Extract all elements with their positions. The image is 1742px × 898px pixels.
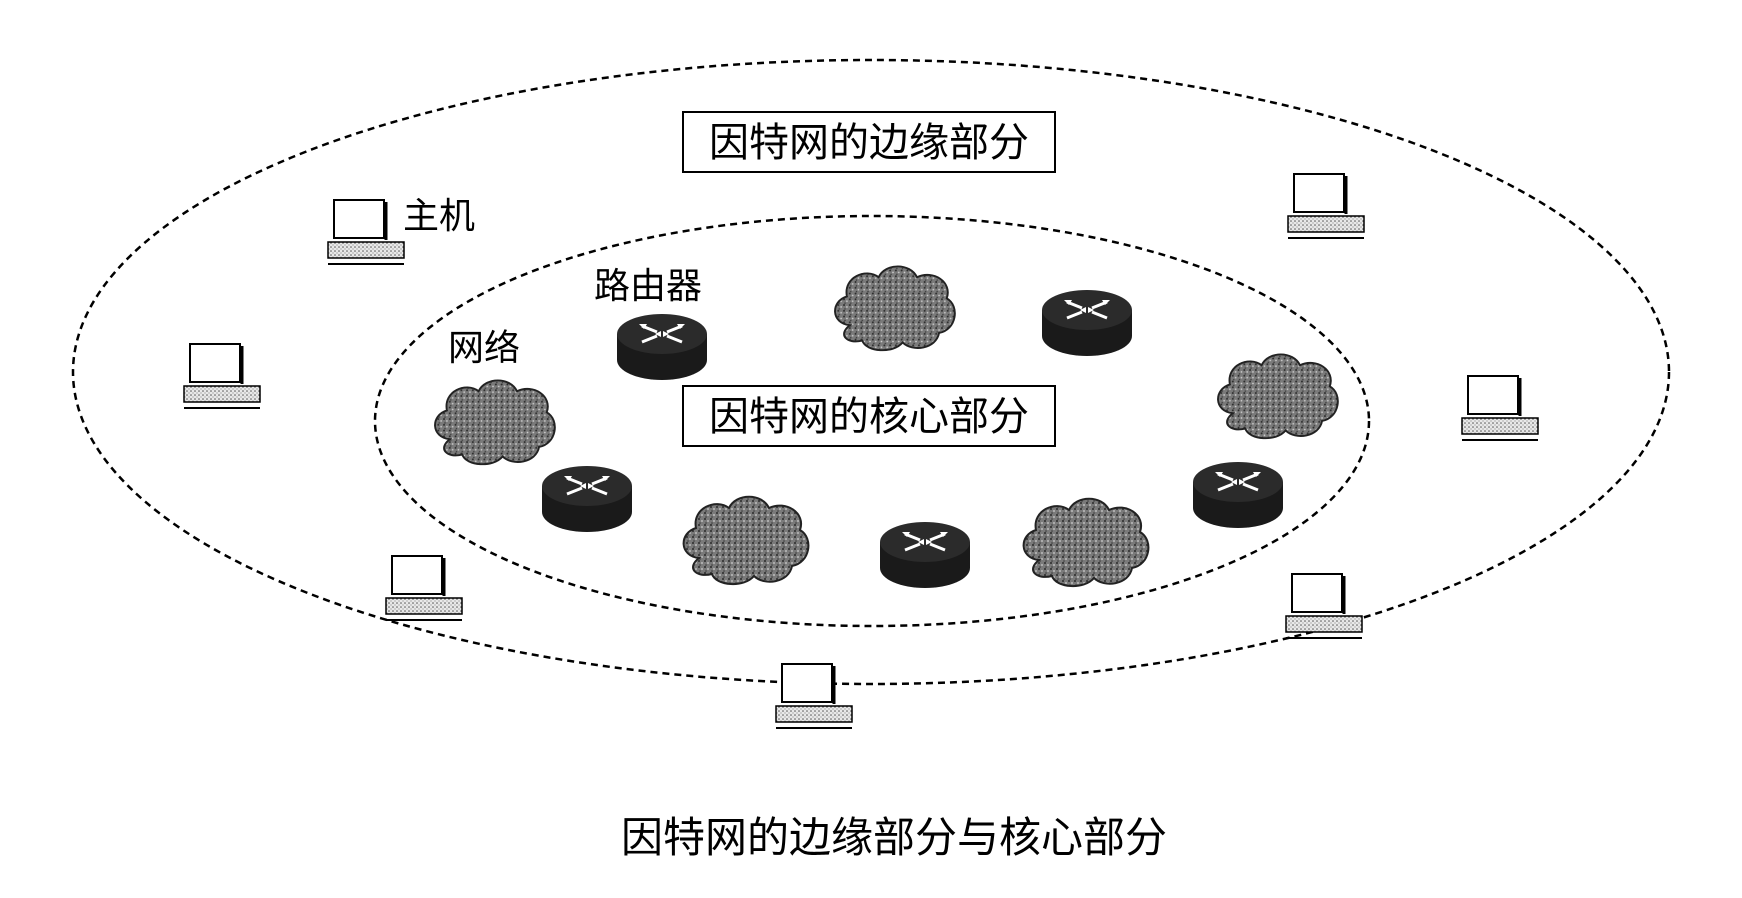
core-title-box: 因特网的核心部分 [682,385,1056,447]
router-icon [880,520,970,590]
host-icon [182,342,262,410]
figure-caption: 因特网的边缘部分与核心部分 [621,813,1167,862]
router-icon [1042,288,1132,358]
network-cloud-icon [682,495,810,586]
host-label: 主机 [403,196,475,237]
router-icon [1193,460,1283,530]
edge-boundary [71,58,1671,686]
host-icon [774,662,854,730]
router-icon [542,464,632,534]
edge-title-box: 因特网的边缘部分 [682,111,1056,173]
network-cloud-icon [834,265,956,352]
network-label: 网络 [448,328,520,369]
host-icon [1284,572,1364,640]
network-cloud-icon [1022,497,1150,588]
core-boundary [373,214,1371,628]
host-icon [384,554,464,622]
host-icon [1286,172,1366,240]
host-icon [326,198,406,266]
host-icon [1460,374,1540,442]
edge-title: 因特网的边缘部分 [709,120,1029,166]
network-cloud-icon [1217,353,1339,440]
network-cloud-icon [434,379,556,466]
core-title: 因特网的核心部分 [709,394,1029,440]
router-label: 路由器 [594,266,702,307]
router-icon [617,312,707,382]
